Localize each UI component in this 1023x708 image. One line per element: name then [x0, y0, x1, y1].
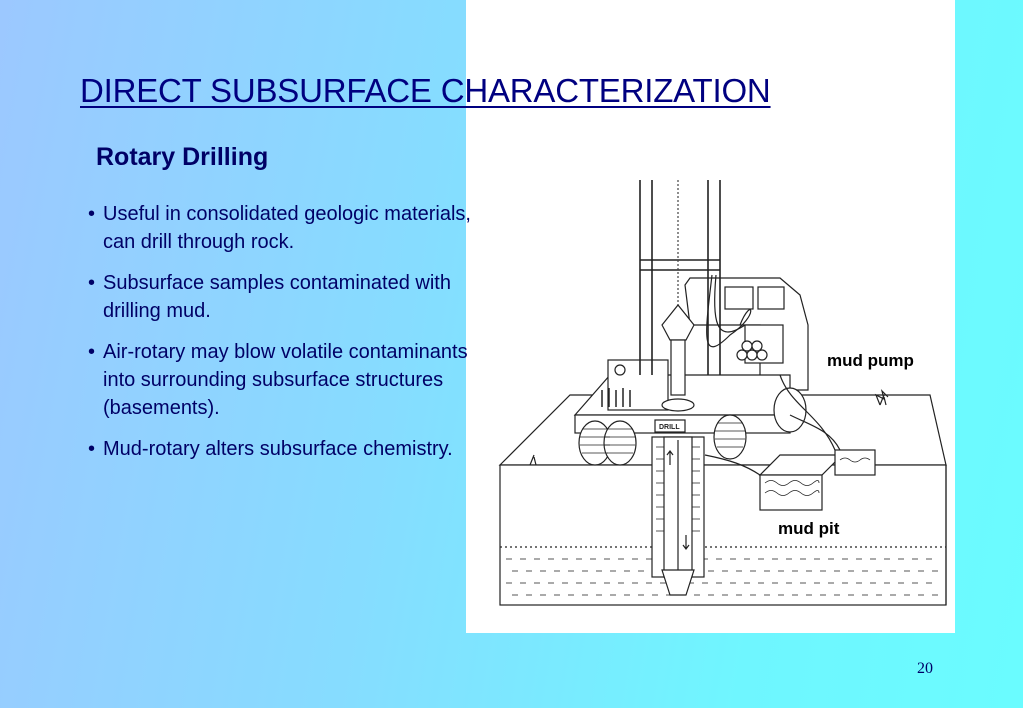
bullet-text: Air-rotary may blow volatile contaminant… — [103, 341, 468, 419]
page-number: 20 — [917, 660, 933, 677]
slide-title: DIRECT SUBSURFACE CHARACTERIZATION — [80, 72, 771, 109]
mud-pump-label: mud pump — [827, 351, 914, 370]
bullet-item: • Air-rotary may blow volatile contaminan… — [88, 338, 473, 422]
drilling-rig-illustration: DRILL — [498, 180, 947, 606]
drill-plate-label: DRILL — [659, 424, 680, 431]
bullet-text: Mud-rotary alters subsurface chemistry. — [103, 438, 453, 460]
bullet-dot-icon: • — [88, 341, 96, 363]
bullet-item: • Mud-rotary alters subsurface chemistry. — [88, 435, 473, 463]
bullet-list: • Useful in consolidated geologic materia… — [88, 200, 473, 476]
mud-pit-label: mud pit — [778, 519, 840, 538]
bullet-dot-icon: • — [88, 203, 96, 225]
bullet-item: • Useful in consolidated geologic materia… — [88, 200, 473, 256]
bullet-dot-icon: • — [88, 438, 96, 460]
slide-subtitle: Rotary Drilling — [96, 143, 269, 171]
bullet-item: • Subsurface samples contaminated with dr… — [88, 269, 473, 325]
bullet-text: Subsurface samples contaminated with dri… — [103, 272, 451, 322]
bullet-dot-icon: • — [88, 272, 96, 294]
bullet-text: Useful in consolidated geologic material… — [103, 203, 471, 253]
